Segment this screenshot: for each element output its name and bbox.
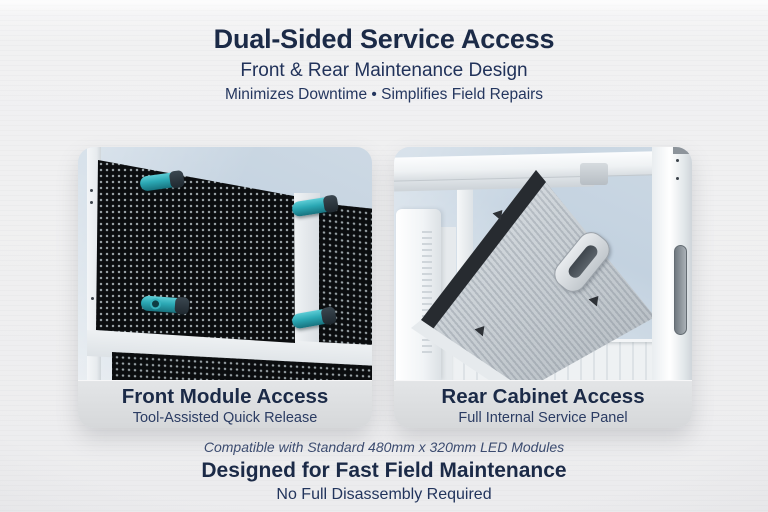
footer-subheadline: No Full Disassembly Required xyxy=(276,486,492,503)
front-card-caption: Front Module Access Tool-Assisted Quick … xyxy=(78,380,372,428)
column-top-cap xyxy=(673,147,692,154)
rear-card-subtitle: Full Internal Service Panel xyxy=(458,410,628,426)
bolt-dot xyxy=(676,177,679,180)
bolt-dot xyxy=(90,189,93,192)
front-card-subtitle: Tool-Assisted Quick Release xyxy=(132,410,318,426)
compatibility-note: Compatible with Standard 480mm x 320mm L… xyxy=(203,439,565,455)
front-access-photo xyxy=(78,147,372,380)
rear-card-title: Rear Cabinet Access xyxy=(441,385,645,408)
clamp-tool-bottom-left xyxy=(140,295,190,315)
page-subtitle: Front & Rear Maintenance Design xyxy=(240,60,528,81)
bolt-dot xyxy=(676,159,679,162)
tool-cap xyxy=(320,306,338,326)
front-access-card: Front Module Access Tool-Assisted Quick … xyxy=(78,147,372,428)
page-title: Dual-Sided Service Access xyxy=(213,24,555,54)
tool-ring xyxy=(149,298,162,310)
footer-headline: Designed for Fast Field Maintenance xyxy=(201,459,567,482)
bolt-dot xyxy=(91,297,94,300)
rear-access-card: Rear Cabinet Access Full Internal Servic… xyxy=(394,147,692,428)
tool-cap xyxy=(168,169,185,189)
column-handle-recess xyxy=(674,245,687,335)
front-card-title: Front Module Access xyxy=(121,385,329,408)
tool-cap xyxy=(174,296,190,315)
tool-cap xyxy=(322,194,340,214)
bolt-dot xyxy=(90,201,93,204)
rear-access-photo xyxy=(394,147,692,380)
rear-card-caption: Rear Cabinet Access Full Internal Servic… xyxy=(394,380,692,428)
page-tagline: Minimizes Downtime • Simplifies Field Re… xyxy=(224,86,544,103)
service-hatch xyxy=(394,147,692,380)
